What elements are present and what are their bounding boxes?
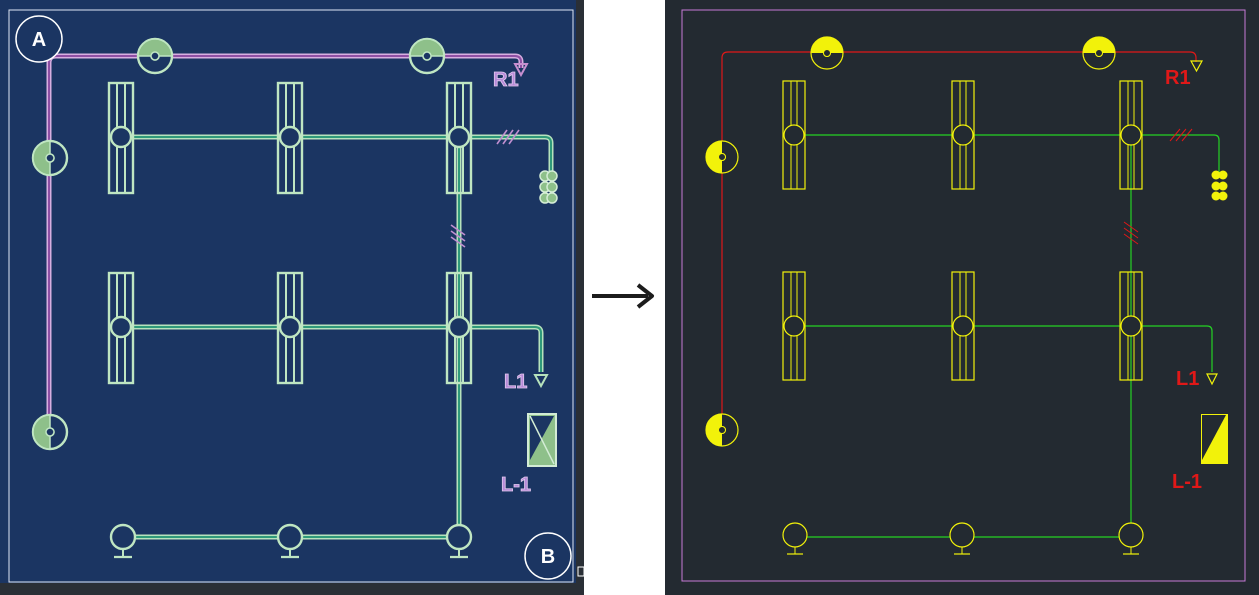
badge-b-text: B — [541, 546, 555, 568]
left-equipment-symbol — [527, 413, 557, 467]
transform-arrow — [592, 283, 654, 309]
right-panel: R1 L1 L-1 — [665, 0, 1259, 595]
left-panel-edge — [576, 0, 584, 595]
right-label-r1: R1 — [1165, 67, 1191, 89]
left-arrowheads — [513, 63, 529, 78]
right-return-pipe — [721, 51, 1197, 430]
right-arrowhead-r1 — [1189, 60, 1204, 73]
right-arrowhead-l1 — [1206, 373, 1218, 386]
right-equipment-symbol — [1201, 414, 1228, 464]
left-panel-frame — [8, 9, 574, 583]
left-panel-background — [0, 0, 584, 595]
right-label-l1: L1 — [1176, 368, 1199, 390]
left-arrowhead-l1 — [533, 374, 549, 389]
left-label-l1: L1 — [504, 371, 527, 393]
left-coil-stack — [539, 170, 558, 204]
badge-a: A — [15, 15, 63, 63]
left-panel-corner-mark — [577, 566, 585, 577]
left-panel: R1 L1 L-1 A B — [0, 0, 584, 595]
left-label-r1: R1 — [493, 69, 519, 91]
right-panel-background — [665, 0, 1259, 595]
left-hatch-marks — [450, 129, 520, 248]
left-label-equipment: L-1 — [501, 474, 531, 496]
right-coil-stack — [1211, 170, 1228, 201]
right-round-units — [705, 36, 1116, 447]
right-label-equipment: L-1 — [1172, 471, 1202, 493]
badge-a-text: A — [32, 29, 46, 51]
badge-b: B — [524, 532, 572, 580]
right-hatch-marks — [1123, 128, 1193, 245]
right-panel-frame — [681, 9, 1246, 582]
left-round-units — [31, 37, 446, 451]
left-panel-bottom-edge — [0, 583, 584, 595]
